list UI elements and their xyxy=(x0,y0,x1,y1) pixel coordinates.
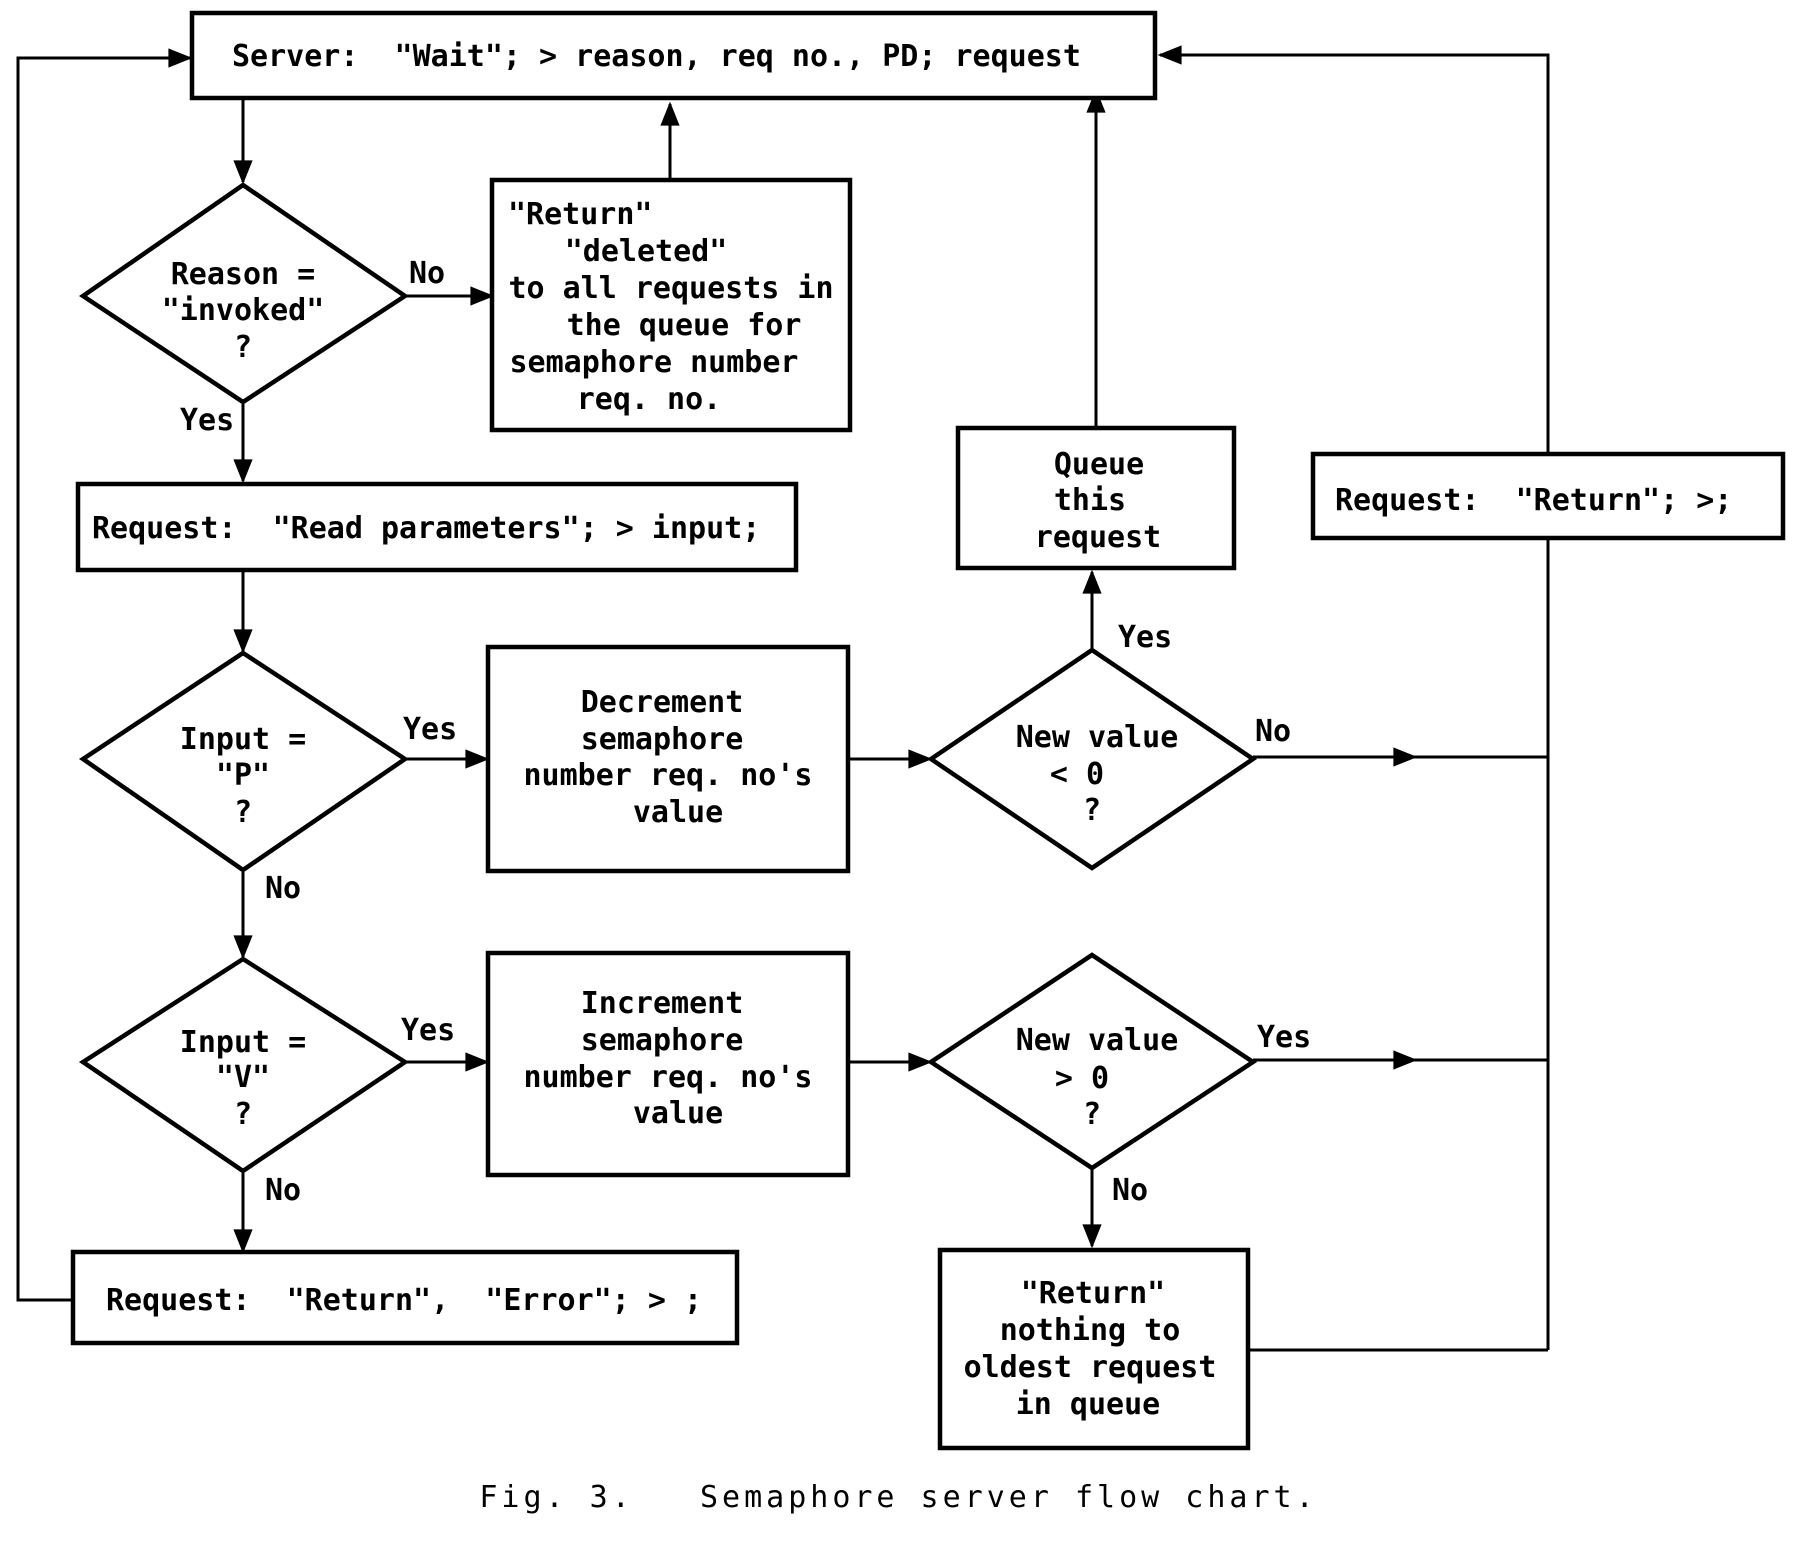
reason-line-3: ? xyxy=(234,330,252,365)
request-return-text: Request: "Return"; >; xyxy=(1335,483,1732,518)
nothing-line-4: in queue xyxy=(1016,1387,1161,1422)
gt-line-1: New value xyxy=(1016,1023,1179,1058)
node-queue-request: Queue this request xyxy=(955,425,1237,571)
queue-line-1: Queue xyxy=(1054,447,1144,482)
node-decrement: Decrement semaphore number req. no's val… xyxy=(485,644,851,874)
node-new-value-lt: New value < 0 ? xyxy=(926,647,1258,871)
deleted-line-4: the queue for xyxy=(567,308,802,343)
node-input-p: Input = "P" ? xyxy=(78,650,410,873)
edge-return-loop xyxy=(1157,45,1550,452)
increment-line-3: number req. no's xyxy=(524,1060,813,1095)
nothing-line-2: nothing to xyxy=(1000,1313,1181,1348)
label-p-no: No xyxy=(265,871,301,906)
label-reason-no: No xyxy=(409,256,445,291)
decrement-line-3: number req. no's xyxy=(524,758,813,793)
node-input-v: Input = "V" ? xyxy=(78,956,410,1174)
gt-line-2: > 0 xyxy=(1055,1061,1109,1096)
node-server: Server: "Wait"; > reason, req no., PD; r… xyxy=(189,10,1158,101)
return-error-text: Request: "Return", "Error"; > ; xyxy=(106,1283,702,1318)
lt-line-2: < 0 xyxy=(1050,757,1104,792)
increment-line-1: Increment xyxy=(581,986,744,1021)
node-return-deleted: "Return" "deleted" to all requests in th… xyxy=(489,177,853,433)
lt-line-3: ? xyxy=(1083,793,1101,828)
nothing-line-1: "Return" xyxy=(1021,1276,1166,1311)
input-p-line-2: "P" xyxy=(216,758,270,793)
queue-line-2: this xyxy=(1054,483,1126,518)
node-reason-check: Reason = "invoked" ? xyxy=(78,182,410,405)
reason-line-2: "invoked" xyxy=(162,293,325,328)
increment-line-4: value xyxy=(633,1096,723,1131)
deleted-line-6: req. no. xyxy=(577,382,722,417)
input-v-line-2: "V" xyxy=(216,1060,270,1095)
input-v-line-1: Input = xyxy=(180,1025,306,1060)
queue-line-3: request xyxy=(1035,520,1161,555)
label-lt-yes: Yes xyxy=(1118,620,1172,655)
figure-caption: Fig. 3. Semaphore server flow chart. xyxy=(479,1480,1318,1515)
label-v-no: No xyxy=(265,1173,301,1208)
deleted-line-2: "deleted" xyxy=(565,234,728,269)
node-return-error: Request: "Return", "Error"; > ; xyxy=(70,1249,740,1346)
lt-line-1: New value xyxy=(1016,720,1179,755)
label-reason-yes: Yes xyxy=(180,403,234,438)
read-params-text: Request: "Read parameters"; > input; xyxy=(92,511,760,546)
input-p-line-3: ? xyxy=(234,795,252,830)
increment-line-2: semaphore xyxy=(581,1023,744,1058)
server-text: Server: "Wait"; > reason, req no., PD; r… xyxy=(232,39,1081,74)
input-p-line-1: Input = xyxy=(180,722,306,757)
gt-line-3: ? xyxy=(1083,1097,1101,1132)
label-lt-no: No xyxy=(1255,714,1291,749)
label-p-yes: Yes xyxy=(403,712,457,747)
node-return-nothing: "Return" nothing to oldest request in qu… xyxy=(937,1247,1251,1451)
edge-error-loop xyxy=(16,48,193,1302)
node-new-value-gt: New value > 0 ? xyxy=(926,952,1258,1171)
deleted-line-5: semaphore number xyxy=(510,345,799,380)
decrement-line-1: Decrement xyxy=(581,685,744,720)
node-request-return: Request: "Return"; >; xyxy=(1310,451,1786,541)
deleted-line-3: to all requests in xyxy=(508,271,833,306)
label-v-yes: Yes xyxy=(401,1013,455,1048)
nothing-line-3: oldest request xyxy=(964,1350,1217,1385)
decrement-line-2: semaphore xyxy=(581,722,744,757)
deleted-line-1: "Return" xyxy=(508,197,653,232)
reason-line-1: Reason = xyxy=(171,257,316,292)
edges xyxy=(16,45,1550,1352)
node-increment: Increment semaphore number req. no's val… xyxy=(485,950,851,1178)
label-gt-yes: Yes xyxy=(1257,1020,1311,1055)
decrement-line-4: value xyxy=(633,795,723,830)
input-v-line-3: ? xyxy=(234,1097,252,1132)
edge-labels: No Yes Yes No Yes No Yes No Yes No xyxy=(180,256,1311,1208)
node-read-parameters: Request: "Read parameters"; > input; xyxy=(75,481,799,573)
label-gt-no: No xyxy=(1112,1173,1148,1208)
